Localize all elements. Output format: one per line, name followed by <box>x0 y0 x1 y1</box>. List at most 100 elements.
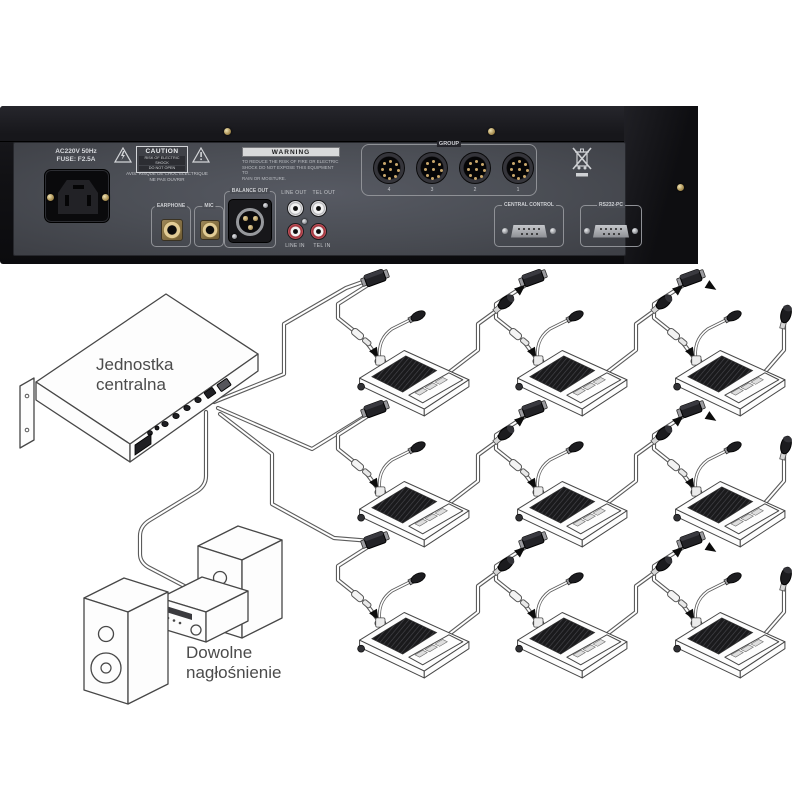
screw-icon <box>102 194 109 201</box>
speakers-label-line2: nagłośnienie <box>186 663 281 682</box>
inline-connector <box>665 326 689 348</box>
group-number: 2 <box>473 187 477 193</box>
xlr-ring <box>236 208 264 236</box>
cable <box>445 436 503 507</box>
mic-jack-group: MIC <box>194 203 224 247</box>
cable-plug <box>776 565 794 593</box>
lightning-triangle-icon <box>114 147 132 163</box>
speaker-front <box>83 597 129 705</box>
mic-unit <box>674 571 785 678</box>
receiver-button <box>172 619 176 622</box>
cable <box>761 319 787 376</box>
rear-port <box>216 378 232 392</box>
ac-inlet-socket <box>58 180 98 214</box>
tweeter <box>97 625 115 643</box>
cable <box>603 567 661 638</box>
tel-in-label: TEL IN <box>313 243 331 249</box>
central-unit-label-line2: centralna <box>96 375 166 394</box>
rca-tel-out-jack <box>310 200 327 217</box>
junction-connector <box>359 267 391 289</box>
junction-connector <box>675 398 707 420</box>
warning-line: TO REDUCE THE RISK OF FIRE OR ELECTRIC <box>242 159 339 164</box>
screw-icon <box>677 184 684 191</box>
warning-line: SHOCK DO NOT EXPOSE THIS EQUIPMENT TO <box>242 164 334 176</box>
screw-icon <box>47 194 54 201</box>
warning-line: RAIN OR MOISTURE. <box>242 175 286 181</box>
power-fuse-text: FUSE: F2.5A <box>56 156 96 163</box>
arrow-icon <box>704 411 719 425</box>
mic-unit <box>358 440 469 547</box>
caution-label: CAUTION RISK OF ELECTRIC SHOCK DO NOT OP… <box>136 146 188 173</box>
inline-connector <box>349 457 373 479</box>
rear-jack <box>172 412 180 419</box>
screw-icon <box>302 219 307 224</box>
earphone-jack-group: EARPHONE <box>151 203 191 247</box>
warning-title: WARNING <box>242 147 340 157</box>
din-connector-1 <box>502 152 534 184</box>
cable <box>761 450 787 507</box>
screw-icon <box>224 128 231 135</box>
mic-unit <box>674 309 785 416</box>
rs232-db9-port <box>584 221 638 241</box>
sound-system-drawing: Dowolne nagłośnienie <box>83 525 283 705</box>
rear-jack <box>161 420 169 427</box>
rear-jack <box>183 404 191 411</box>
junction-connector <box>359 398 391 420</box>
inline-connector <box>507 588 531 610</box>
rear-panel-photo: AC220V 50Hz FUSE: F2.5A CAUTION RISK OF … <box>0 106 698 264</box>
woofer-cap <box>100 662 112 674</box>
chassis-right-side <box>624 106 698 264</box>
screw-icon <box>488 128 495 135</box>
rear-jack <box>154 425 160 431</box>
avis-text: AVIS: RISQUE DE CHOC ELECTRIQUE NE PAS O… <box>100 171 234 182</box>
speakers-label-line1: Dowolne <box>186 643 252 662</box>
line-in-label: LINE IN <box>285 243 305 249</box>
inline-connector <box>507 326 531 348</box>
receiver-display <box>166 606 192 620</box>
cable <box>603 305 661 376</box>
cable-plug <box>776 303 794 331</box>
rca-tel-in-jack <box>310 223 327 240</box>
left-speaker <box>83 577 169 705</box>
db9-connector <box>511 224 547 238</box>
central-control-port-group: CENTRAL CONTROL <box>494 202 564 247</box>
junction-connector <box>517 529 549 551</box>
power-inlet-drawing <box>134 433 152 456</box>
rca-line-out-jack <box>287 200 304 217</box>
arrow-icon <box>704 280 719 294</box>
balance-out-group: BALANCE OUT <box>224 188 276 248</box>
central-control-db9-port <box>502 221 556 241</box>
screw-hole <box>24 393 30 399</box>
mic-unit <box>358 309 469 416</box>
screw-icon <box>232 234 237 239</box>
receiver <box>159 576 249 643</box>
speaker-side <box>127 591 169 705</box>
screw-hole <box>24 427 30 433</box>
screw-icon <box>550 228 556 234</box>
xlr-connector <box>228 199 272 243</box>
junction-connector <box>517 267 549 289</box>
rear-port <box>203 387 217 399</box>
rear-jack <box>194 396 202 403</box>
system-wiring-diagram: Jednostka centralna <box>19 267 794 705</box>
db9-connector <box>593 224 629 238</box>
cable <box>445 305 503 376</box>
din-connector-4 <box>373 152 405 184</box>
inline-connector <box>349 588 373 610</box>
mic-unit <box>516 571 627 678</box>
din-connector-2 <box>459 152 491 184</box>
junction-connector <box>675 267 707 289</box>
connector-panel: AC220V 50Hz FUSE: F2.5A CAUTION RISK OF … <box>13 141 642 256</box>
line-out-label: LINE OUT <box>281 190 307 196</box>
screw-icon <box>263 203 268 208</box>
mic-unit <box>358 571 469 678</box>
screw-icon <box>584 228 590 234</box>
cable <box>603 436 661 507</box>
junction-connector <box>359 529 391 551</box>
group-number: 4 <box>387 187 391 193</box>
screw-icon <box>632 228 638 234</box>
tel-out-label: TEL OUT <box>312 190 336 196</box>
group-label: GROUP <box>436 141 462 147</box>
rs232-label: RS232-PC <box>597 202 625 208</box>
